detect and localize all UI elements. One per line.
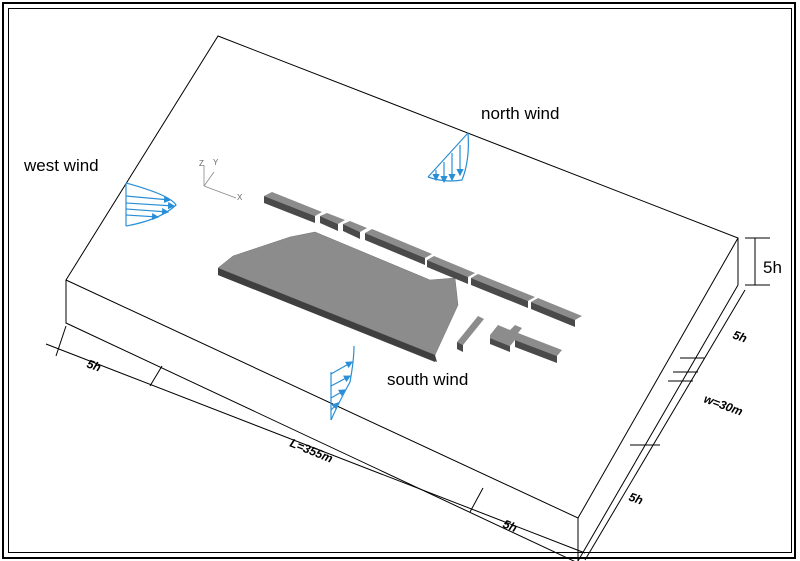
south-wind-label: south wind (387, 370, 468, 389)
profile-arrow (330, 375, 352, 387)
row-building-7-side (531, 302, 575, 327)
north-wind-label: north wind (481, 104, 559, 123)
row-building-5 (427, 256, 475, 277)
profile-arrow (125, 213, 160, 221)
axis-y-label: Y (213, 158, 219, 167)
profile-curve (427, 132, 469, 182)
width-dimension-line (584, 289, 746, 561)
domain-front-edge (65, 280, 575, 561)
left-5h-label: 5h (85, 357, 103, 375)
axis-triad (203, 165, 237, 199)
length-label: L=355m (288, 436, 335, 466)
tick (149, 365, 163, 387)
x-axis (203, 185, 237, 199)
main-building-shadow (218, 268, 437, 362)
row-building-2 (320, 213, 345, 224)
row-building-1-side (264, 196, 315, 223)
profile-arrow (330, 389, 347, 399)
domain-right-bottom (577, 284, 739, 561)
bottom-5h-label: 5h (501, 517, 519, 535)
row-building-1 (264, 192, 322, 216)
building-row (264, 192, 582, 327)
width-label: w=30m (702, 392, 745, 419)
row-building-6-side (471, 278, 528, 308)
right-upper-5h-label: 5h (731, 328, 749, 346)
south-wind-profile (330, 345, 355, 421)
profile-arrow (330, 402, 339, 411)
row-building-7 (531, 298, 582, 320)
profile-arrow (125, 195, 172, 204)
row-building-5-side (427, 260, 468, 284)
profile-arrow (125, 202, 176, 210)
cross-building-side (515, 340, 557, 363)
west-wind-profile (125, 182, 177, 227)
inner-frame (8, 8, 792, 553)
row-building-3 (343, 221, 367, 232)
length-dimension-line (45, 343, 586, 554)
west-wind-label: west wind (23, 156, 99, 175)
height-5h-label: 5h (763, 258, 782, 277)
profile-base (427, 132, 469, 178)
row-building-2-side (320, 216, 338, 231)
row-building-6 (471, 274, 535, 301)
row-building-3-side (343, 224, 360, 239)
profile-arrow (125, 207, 170, 216)
profile-curve (125, 182, 177, 227)
cross-building-side-2 (490, 338, 510, 352)
axis-z-label: Z (199, 159, 204, 168)
profile-arrow (330, 361, 354, 375)
dimension-lines (45, 237, 770, 561)
row-building-4-side (365, 233, 425, 265)
tick (469, 487, 484, 513)
tick (55, 325, 67, 357)
buildings (217, 192, 582, 363)
main-building-body (217, 231, 459, 356)
north-wind-profile (427, 132, 469, 184)
small-building-a (457, 316, 484, 345)
cross-building (490, 325, 562, 356)
y-axis (203, 171, 215, 187)
small-building-a-side (457, 342, 463, 352)
domain-box (65, 35, 739, 561)
right-lower-5h-label: 5h (627, 490, 645, 508)
row-building-4 (365, 229, 432, 258)
axis-x-label: X (237, 193, 243, 202)
